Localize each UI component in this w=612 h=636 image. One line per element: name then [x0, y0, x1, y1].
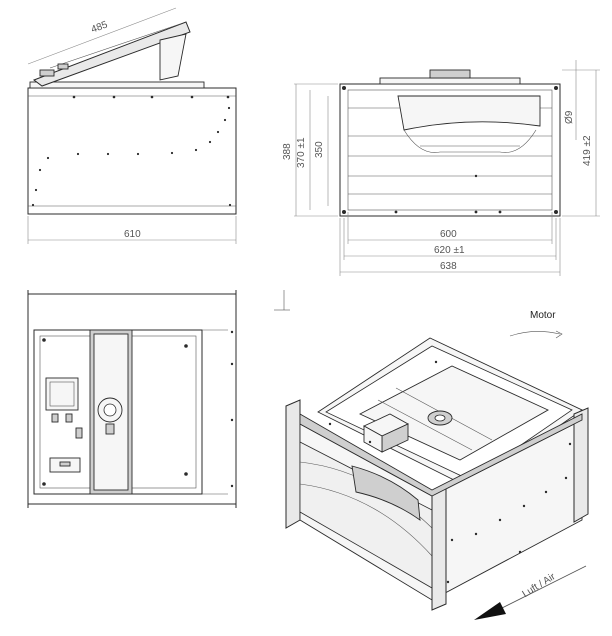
dim-front-outer-height: 388: [282, 143, 293, 160]
isometric-rivets: [328, 360, 572, 584]
side-view-rivets: [31, 95, 232, 207]
dim-front-inner-width: 600: [440, 229, 457, 240]
label-motor: Motor: [530, 310, 556, 321]
dim-front-outer-width: 638: [440, 261, 457, 272]
isometric-view: Motor Luft / Air: [274, 290, 589, 620]
dim-lid-length: 485: [90, 19, 110, 35]
dim-hole-diameter: Ø9: [564, 110, 575, 124]
dim-front-flange-height: 370 ±1: [296, 137, 307, 168]
top-view: [27, 290, 237, 508]
dim-front-inner-height: 350: [314, 141, 325, 158]
front-view: 388 370 ±1 350 419 ±2 Ø9 600 620 ±1 638: [282, 60, 600, 276]
dim-front-flange-width: 620 ±1: [434, 245, 465, 256]
dim-total-height: 419 ±2: [582, 135, 593, 166]
side-view: 610 485: [27, 7, 237, 244]
dim-side-width: 610: [124, 229, 141, 240]
